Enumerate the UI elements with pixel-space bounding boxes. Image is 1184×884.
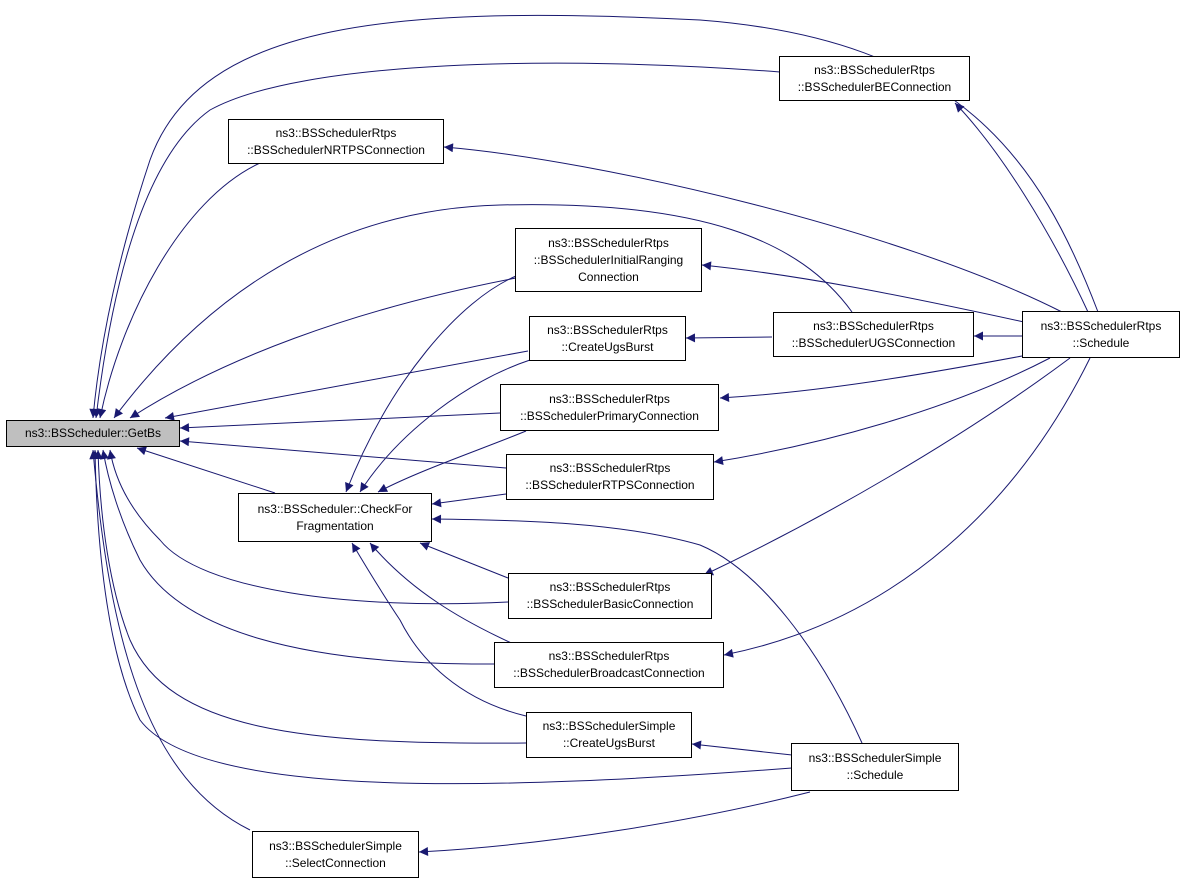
edge-initial-to-getbs (129, 277, 517, 419)
node-label-line: ns3::BSSchedulerRtps (548, 649, 670, 663)
edge-rtps-schedule-to-rtpsconn (713, 357, 1051, 466)
edge-simple-ugsburst-to-getbs (93, 449, 527, 744)
node-label-line: ns3::BSSchedulerRtps (549, 580, 671, 594)
node-label-line: ns3::BSSchedulerRtps (549, 461, 671, 475)
node-getbs[interactable]: ns3::BSScheduler::GetBs (6, 420, 180, 447)
edge-primary-to-checkfrag (377, 430, 527, 493)
node-label-line: ns3::BSSchedulerRtps (548, 235, 669, 250)
edge-primary-to-getbs (179, 412, 501, 433)
edge-rtps-schedule-to-broadcast (723, 357, 1091, 658)
edge-simple-schedule-to-getbs (90, 449, 793, 785)
node-simple-create-ugs-burst[interactable]: ns3::BSSchedulerSimple::CreateUgsBurst (526, 712, 692, 758)
node-label-line: ns3::BSSchedulerRtps (813, 318, 934, 333)
node-rtps-broadcast-connection[interactable]: ns3::BSSchedulerRtps::BSSchedulerBroadca… (494, 642, 724, 688)
edge-simple-schedule-to-simple-ugsburst (691, 740, 793, 756)
node-rtps-create-ugs-burst[interactable]: ns3::BSSchedulerRtps::CreateUgsBurst (529, 316, 686, 361)
node-label-line: ::BSSchedulerRTPSConnection (525, 478, 695, 492)
node-label-line: ::BSSchedulerInitialRanging (533, 252, 684, 267)
node-rtps-schedule[interactable]: ns3::BSSchedulerRtps::Schedule (1022, 311, 1180, 358)
node-rtps-be-connection[interactable]: ns3::BSSchedulerRtps::BSSchedulerBEConne… (779, 56, 970, 101)
edge-basic-to-getbs (107, 449, 509, 605)
edge-simple-schedule-to-checkfrag (431, 514, 863, 744)
node-label-line: ns3::BSSchedulerSimple (808, 751, 942, 765)
node-label-line: ns3::BSSchedulerSimple (269, 838, 402, 853)
node-label-line: Fragmentation (296, 518, 374, 533)
edge-broadcast-to-checkfrag (369, 542, 519, 647)
edge-rtpsconn-to-checkfrag (431, 493, 507, 508)
node-label-line: ::BSSchedulerNRTPSConnection (247, 142, 425, 157)
node-label-line: ::BSSchedulerPrimaryConnection (520, 408, 699, 423)
edge-rtps-ugsburst-to-getbs (164, 350, 529, 421)
node-rtps-rtps-connection[interactable]: ns3::BSSchedulerRtps::BSSchedulerRTPSCon… (506, 454, 714, 500)
node-rtps-initial-ranging-connection[interactable]: ns3::BSSchedulerRtps::BSSchedulerInitial… (515, 228, 702, 292)
edge-rtps-schedule-to-nrtps (443, 143, 1063, 313)
edge-rtps-ugsburst-to-checkfrag (359, 359, 531, 493)
node-label-line: ns3::BSSchedulerSimple (542, 719, 676, 733)
node-label-line: ns3::BSSchedulerRtps (547, 322, 668, 337)
edge-checkfrag-to-getbs (136, 446, 276, 494)
edge-rtps-schedule-to-initial (701, 261, 1025, 323)
edge-be-to-getbs (92, 62, 781, 419)
node-label-line: ns3::BSScheduler::GetBs (24, 426, 162, 440)
node-rtps-primary-connection[interactable]: ns3::BSSchedulerRtps::BSSchedulerPrimary… (500, 384, 719, 431)
edge-rtps-schedule-to-primary (719, 355, 1023, 402)
node-rtps-ugs-connection[interactable]: ns3::BSSchedulerRtps::BSSchedulerUGSConn… (773, 312, 974, 357)
node-label-line: ::CreateUgsBurst (561, 339, 654, 354)
node-rtps-basic-connection[interactable]: ns3::BSSchedulerRtps::BSSchedulerBasicCo… (508, 573, 712, 619)
node-label-line: ::Schedule (846, 768, 904, 782)
edge-initial-to-checkfrag (345, 275, 517, 493)
edge-ugsconn-to-rtps-ugsburst (685, 333, 773, 343)
node-label-line: ns3::BSSchedulerRtps (275, 125, 397, 140)
edge-rtps-schedule-to-getbs (89, 14, 1099, 419)
node-label-line: Connection (578, 269, 639, 284)
edge-select-to-getbs (89, 449, 251, 831)
edge-simple-schedule-to-select (418, 791, 811, 857)
edge-basic-to-checkfrag (419, 542, 509, 579)
node-label-line: ::BSSchedulerBasicConnection (526, 597, 694, 611)
edge-rtpsconn-to-getbs (179, 437, 507, 469)
node-simple-select-connection[interactable]: ns3::BSSchedulerSimple::SelectConnection (252, 831, 419, 878)
node-label-line: ::CreateUgsBurst (562, 736, 656, 750)
edge-simple-ugsburst-to-checkfrag (351, 542, 527, 717)
node-label-line: ::BSSchedulerBroadcastConnection (513, 666, 705, 680)
node-label-line: ::Schedule (1072, 335, 1130, 350)
edge-rtps-schedule-to-be (954, 102, 1089, 313)
node-label-line: ::BSSchedulerUGSConnection (791, 335, 956, 350)
node-label-line: ns3::BSScheduler::CheckFor (257, 501, 413, 516)
edge-nrtps-to-getbs (97, 162, 261, 419)
node-label-line: ::SelectConnection (285, 855, 386, 870)
edge-broadcast-to-getbs (100, 449, 495, 665)
edge-rtps-schedule-to-basic (703, 357, 1071, 576)
node-label-line: ns3::BSSchedulerRtps (549, 391, 670, 406)
node-label-line: ::BSSchedulerBEConnection (797, 79, 952, 94)
edge-ugsconn-to-getbs (113, 204, 853, 419)
edges (89, 14, 1099, 857)
node-rtps-nrtps-connection[interactable]: ns3::BSSchedulerRtps::BSSchedulerNRTPSCo… (228, 119, 444, 164)
node-label-line: ns3::BSSchedulerRtps (1040, 318, 1162, 333)
node-simple-schedule[interactable]: ns3::BSSchedulerSimple::Schedule (791, 743, 959, 791)
node-label-line: ns3::BSSchedulerRtps (814, 62, 935, 77)
